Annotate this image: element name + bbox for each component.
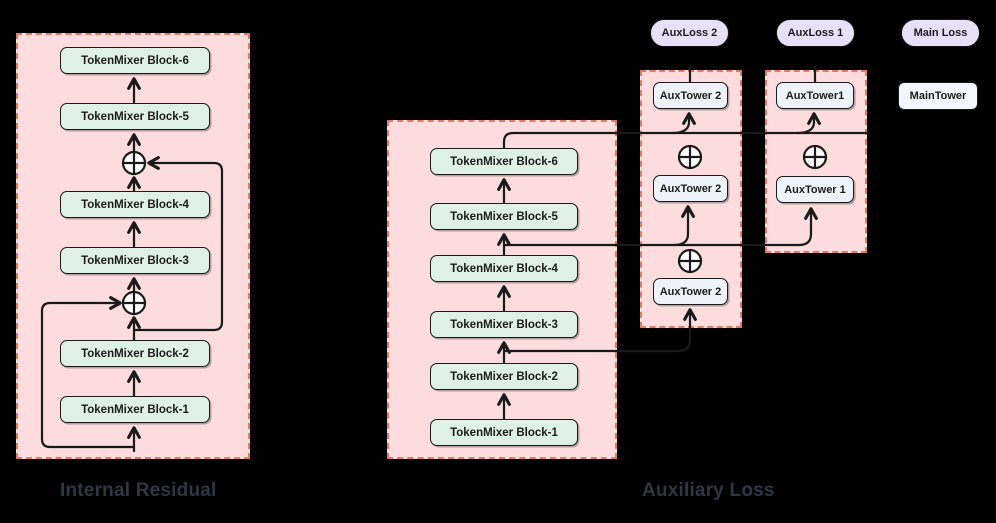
aux-tap-low [502, 308, 697, 353]
aux-block-1: TokenMixer Block-1 [430, 419, 578, 446]
aux-tower-2-mid: AuxTower 2 [653, 175, 728, 202]
aux-tower-1-bottom: AuxTower 1 [776, 176, 854, 203]
aux-tap-mid [502, 207, 818, 247]
plus-circle-icon [677, 248, 703, 274]
aux-tower-2-bottom: AuxTower 2 [653, 278, 728, 305]
plus-circle-icon [121, 290, 147, 316]
ir-block-1: TokenMixer Block-1 [60, 396, 210, 423]
aux2-mid-in-arrow [672, 205, 695, 247]
ir-residual-left [40, 296, 136, 449]
aux-block-5: TokenMixer Block-5 [430, 203, 578, 230]
aux-loss-2-pill: AuxLoss 2 [650, 19, 729, 47]
aux-tower-1-top: AuxTower1 [776, 82, 854, 109]
ir-block-3: TokenMixer Block-3 [60, 247, 210, 274]
aux-tower-2-top: AuxTower 2 [653, 82, 728, 109]
aux-tap-block6-out [502, 131, 869, 150]
aux-block-2: TokenMixer Block-2 [430, 363, 578, 390]
main-loss-pill: Main Loss [901, 19, 980, 47]
ir-residual-right [132, 156, 224, 332]
plus-circle-icon [121, 150, 147, 176]
aux1-top-in-arrow [795, 112, 821, 135]
main-tower: MainTower [898, 82, 978, 110]
aux-block-4: TokenMixer Block-4 [430, 255, 578, 282]
aux-block-3: TokenMixer Block-3 [430, 311, 578, 338]
ir-block-6: TokenMixer Block-6 [60, 47, 210, 74]
plus-circle-icon [677, 144, 703, 170]
aux2-top-in-arrow [670, 112, 696, 135]
internal-residual-caption: Internal Residual [60, 480, 217, 501]
aux-block-6: TokenMixer Block-6 [430, 148, 578, 175]
auxiliary-loss-caption: Auxiliary Loss [642, 480, 775, 501]
plus-circle-icon [802, 144, 828, 170]
ir-block-2: TokenMixer Block-2 [60, 340, 210, 367]
plus-circle-icons [121, 144, 828, 316]
ir-block-4: TokenMixer Block-4 [60, 191, 210, 218]
ir-block-5: TokenMixer Block-5 [60, 103, 210, 130]
aux-loss-1-pill: AuxLoss 1 [776, 19, 855, 47]
